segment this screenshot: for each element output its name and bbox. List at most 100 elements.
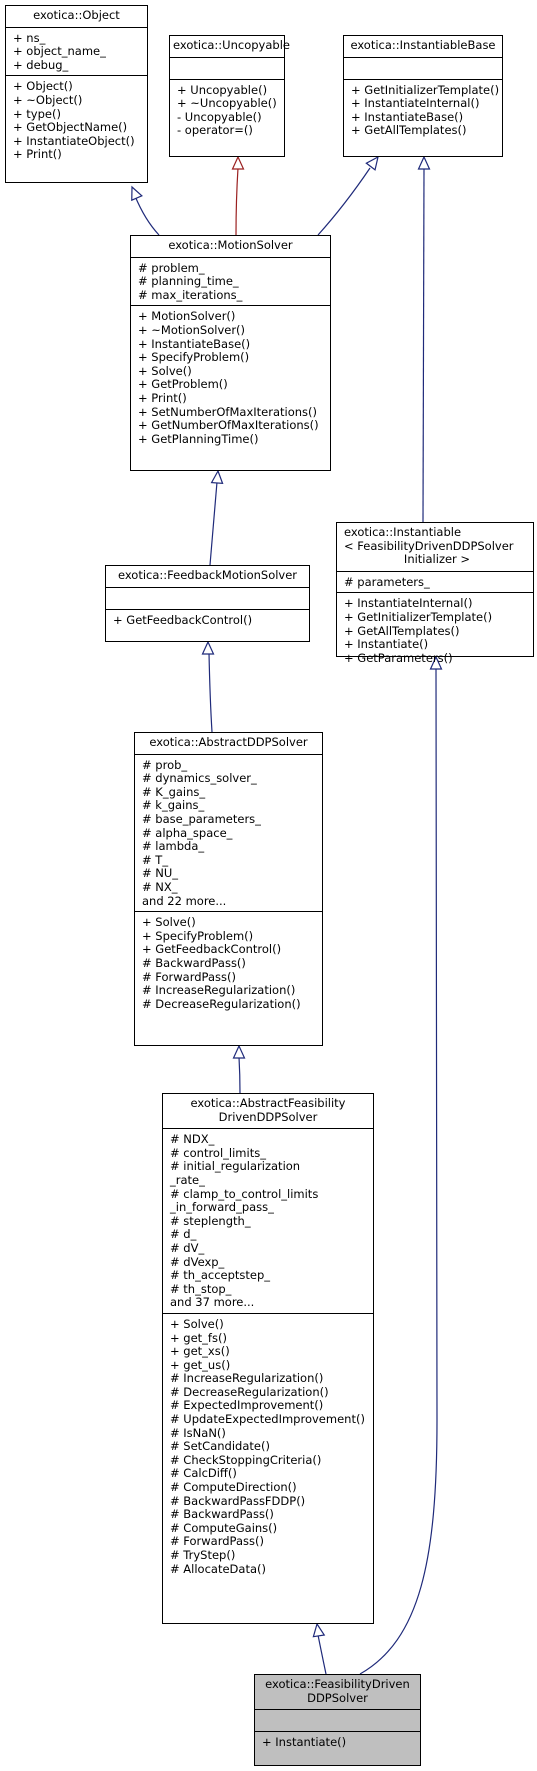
attributes-section xyxy=(255,1709,420,1731)
attribute: # parameters_ xyxy=(344,574,430,589)
inheritance-arrowhead xyxy=(312,1622,326,1638)
method: + GetFeedbackControl() xyxy=(142,942,282,957)
attribute: # steplength_ xyxy=(170,1213,251,1228)
title-line: exotica::AbstractDDPSolver xyxy=(149,735,308,749)
class-uncopyable[interactable]: exotica::Uncopyable + Uncopyable() + ~Un… xyxy=(169,35,290,157)
attribute: # NU_ xyxy=(142,866,179,881)
class-instantiable-base[interactable]: exotica::InstantiableBase + GetInitializ… xyxy=(343,35,503,157)
class-title: exotica::FeasibilityDriven DDPSolver xyxy=(255,1675,420,1709)
title-line: exotica::Uncopyable xyxy=(173,38,290,52)
method: + Solve() xyxy=(142,915,196,930)
method: + InstantiateInternal() xyxy=(344,596,473,611)
method: # ForwardPass() xyxy=(142,969,236,984)
methods-section: + GetInitializerTemplate() + Instantiate… xyxy=(344,78,502,141)
inheritance-arrowhead xyxy=(201,640,215,655)
edge-feedback-motionsolver xyxy=(209,481,218,566)
method: # ForwardPass() xyxy=(170,1534,264,1549)
method: # IsNaN() xyxy=(170,1425,226,1440)
attribute: + ns_ xyxy=(13,30,46,45)
class-motion-solver[interactable]: exotica::MotionSolver # problem_ # plann… xyxy=(130,235,331,471)
attribute: # clamp_to_control_limits xyxy=(170,1186,319,1201)
method: + type() xyxy=(13,106,61,121)
attribute: # dynamics_solver_ xyxy=(142,771,257,786)
class-feasibility-driven-ddp-solver[interactable]: exotica::FeasibilityDriven DDPSolver + I… xyxy=(254,1674,421,1766)
method: + GetPlanningTime() xyxy=(138,431,259,446)
method: # BackwardPassFDDP() xyxy=(170,1493,306,1508)
method: + GetParameters() xyxy=(344,650,453,665)
method: + Print() xyxy=(138,390,187,405)
edge-fddp-abstractfeas xyxy=(317,1634,327,1675)
attribute: and 22 more... xyxy=(142,893,227,908)
class-feedback-motion-solver[interactable]: exotica::FeedbackMotionSolver + GetFeedb… xyxy=(105,565,310,642)
title-line: Initializer > xyxy=(403,552,471,567)
title-line: exotica::FeedbackMotionSolver xyxy=(117,568,298,582)
methods-section: + MotionSolver() + ~MotionSolver() + Ins… xyxy=(131,305,330,449)
class-title: exotica::MotionSolver xyxy=(131,236,330,257)
class-title: exotica::Object xyxy=(6,6,147,27)
method: + Print() xyxy=(13,147,62,162)
methods-section: + Instantiate() xyxy=(255,1731,420,1753)
attribute: # control_limits_ xyxy=(170,1145,266,1160)
method: # SetCandidate() xyxy=(170,1439,270,1454)
edge-abstractddp-feedback xyxy=(208,652,213,733)
method: + get_us() xyxy=(170,1357,231,1372)
method: + ~Uncopyable() xyxy=(177,96,277,111)
method: # BackwardPass() xyxy=(170,1507,274,1522)
attribute: # NDX_ xyxy=(170,1132,215,1147)
attribute: + debug_ xyxy=(13,57,69,72)
method: + Instantiate() xyxy=(262,1735,347,1750)
method: + GetAllTemplates() xyxy=(344,623,460,638)
method: # ComputeDirection() xyxy=(170,1480,297,1495)
method: + Solve() xyxy=(170,1316,224,1331)
attribute: # th_acceptstep_ xyxy=(170,1268,271,1283)
class-abstract-ddp-solver[interactable]: exotica::AbstractDDPSolver # prob_ # dyn… xyxy=(134,732,323,1046)
attribute: # K_gains_ xyxy=(142,784,206,799)
method: + GetInitializerTemplate() xyxy=(344,609,493,624)
attribute: # alpha_space_ xyxy=(142,825,233,840)
method: # IncreaseRegularization() xyxy=(170,1371,324,1386)
method: + GetFeedbackControl() xyxy=(113,612,253,627)
attribute: _rate_ xyxy=(170,1172,205,1187)
attribute: # dVexp_ xyxy=(170,1254,225,1269)
method: # CheckStoppingCriteria() xyxy=(170,1452,322,1467)
attribute: # th_stop_ xyxy=(170,1281,232,1296)
class-instantiable[interactable]: exotica::Instantiable < FeasibilityDrive… xyxy=(336,522,534,664)
class-title: exotica::AbstractDDPSolver xyxy=(135,733,322,754)
method: # CalcDiff() xyxy=(170,1466,237,1481)
attributes-section xyxy=(344,56,502,79)
title-line: DDPSolver xyxy=(307,1690,368,1705)
inheritance-arrowhead xyxy=(131,185,143,202)
edge-fddp-instantiable xyxy=(359,667,438,1675)
methods-section: + InstantiateInternal() + GetInitializer… xyxy=(337,592,533,668)
attribute: # k_gains_ xyxy=(142,798,205,813)
edge-instantiable-instantiablebase xyxy=(422,167,425,523)
method: + MotionSolver() xyxy=(138,309,236,324)
class-abstract-feasibility-driven-ddp-solver[interactable]: exotica::AbstractFeasibility DrivenDDPSo… xyxy=(162,1093,374,1624)
attribute: and 37 more... xyxy=(170,1295,255,1310)
attributes-section: # parameters_ xyxy=(337,570,533,593)
edge-motionsolver-instantiablebase xyxy=(317,167,371,236)
method: + Uncopyable() xyxy=(177,82,268,97)
attribute: # problem_ xyxy=(138,260,205,275)
method: - Uncopyable() xyxy=(177,109,262,124)
title-line: exotica::MotionSolver xyxy=(168,238,293,252)
method: # BackwardPass() xyxy=(142,955,246,970)
method: + GetProblem() xyxy=(138,377,228,392)
method: - operator=() xyxy=(177,123,253,138)
method: # DecreaseRegularization() xyxy=(142,996,301,1011)
method: + Instantiate() xyxy=(344,637,429,652)
attributes-section: # prob_ # dynamics_solver_ # K_gains_ # … xyxy=(135,753,322,912)
method: + GetNumberOfMaxIterations() xyxy=(138,418,319,433)
method: # ComputeGains() xyxy=(170,1520,278,1535)
class-object[interactable]: exotica::Object + ns_ + object_name_ + d… xyxy=(5,5,148,183)
attribute: # d_ xyxy=(170,1227,197,1242)
title-line: exotica::InstantiableBase xyxy=(350,38,496,52)
title-line: DrivenDDPSolver xyxy=(218,1109,318,1124)
attribute: # planning_time_ xyxy=(138,274,239,289)
title-line: exotica::Object xyxy=(33,8,120,22)
class-title: exotica::AbstractFeasibility DrivenDDPSo… xyxy=(163,1094,373,1128)
method: # IncreaseRegularization() xyxy=(142,983,296,998)
title-line: exotica::FeasibilityDriven xyxy=(265,1677,410,1691)
method: + InstantiateObject() xyxy=(13,133,135,148)
